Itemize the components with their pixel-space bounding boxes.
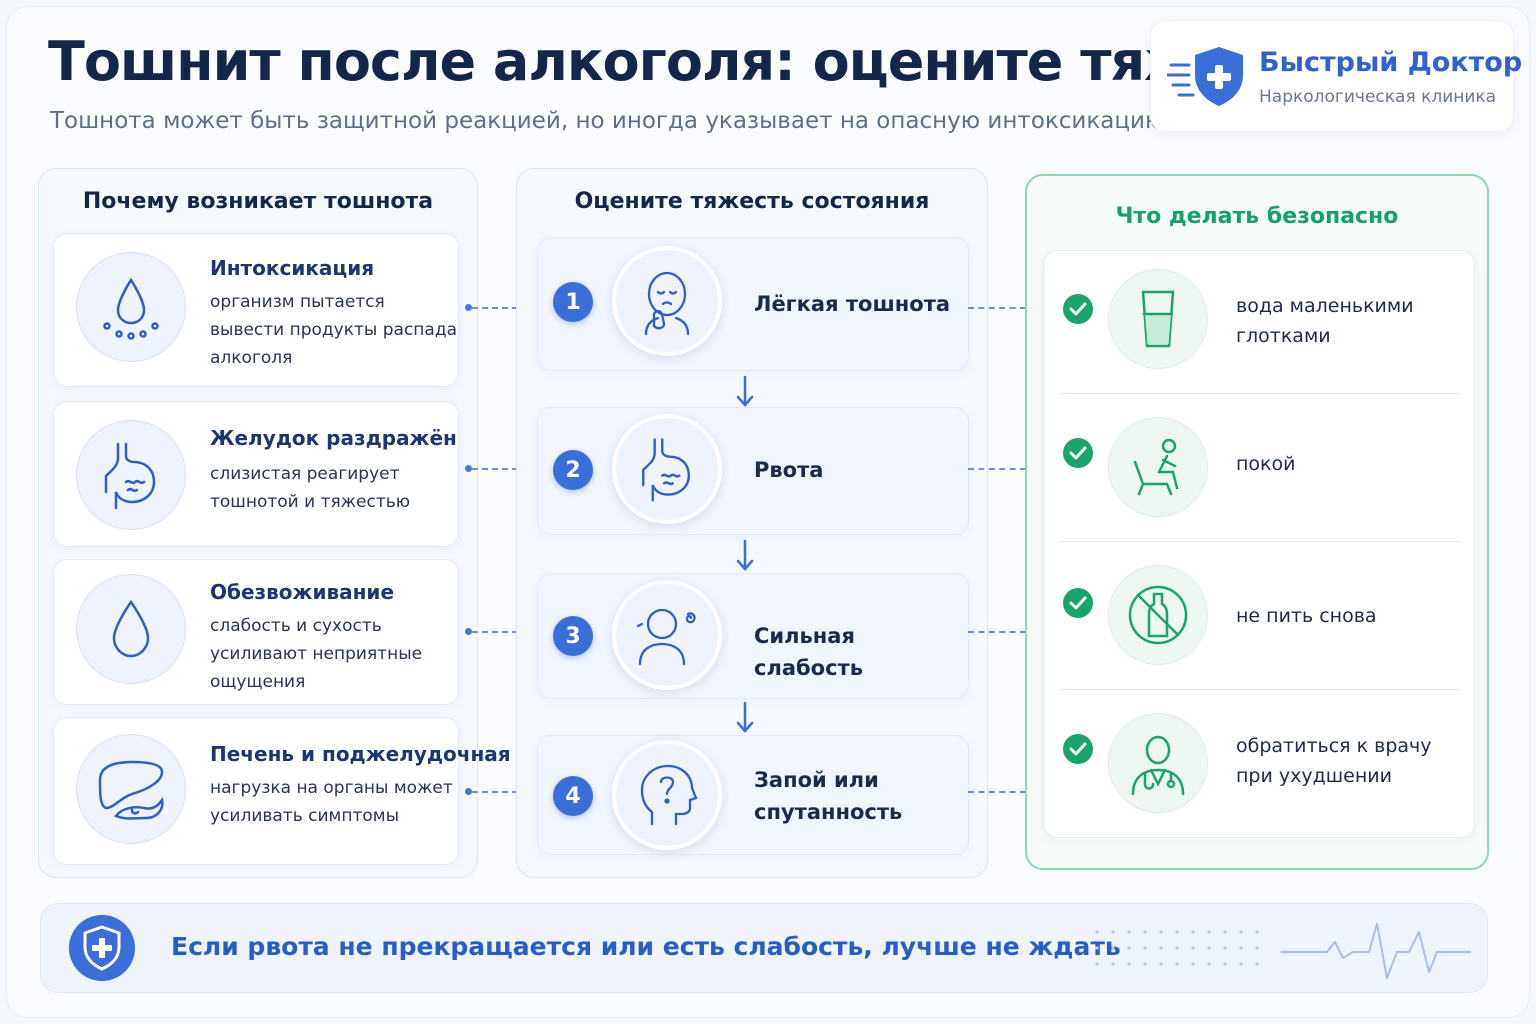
confused-head-icon — [640, 764, 698, 826]
cause-card-liver[interactable]: Печень и поджелудочная нагрузка на орган… — [53, 717, 511, 865]
check-icon — [1063, 588, 1093, 618]
cause-desc: слизистая реагирует тошнотой и тяжестью — [210, 464, 411, 512]
check-icon — [1063, 438, 1093, 468]
brand-tagline: Наркологическая клиника — [1259, 87, 1497, 107]
severity-step-4[interactable]: 4 Запой или спутанность — [537, 735, 969, 855]
liver-icon — [98, 760, 164, 820]
cause-card-dehydration[interactable]: Обезвоживание слабость и сухость усилива… — [53, 559, 459, 705]
cause-icon-circle — [76, 734, 186, 844]
connector-line — [968, 791, 1026, 793]
severity-step-2[interactable]: 2 Рвота — [537, 407, 969, 535]
cause-name: Интоксикация — [210, 256, 375, 280]
action-text: покой — [1236, 453, 1296, 475]
action-icon-circle — [1108, 565, 1208, 665]
no-alcohol-icon — [1128, 585, 1188, 645]
connector-line — [472, 791, 538, 793]
arrow-down-icon — [736, 701, 754, 733]
check-icon — [1063, 294, 1093, 324]
doctor-icon — [1131, 735, 1185, 796]
step-icon-circle — [612, 414, 722, 524]
brand-name: Быстрый Доктор — [1259, 47, 1523, 78]
resting-person-icon — [1133, 438, 1179, 496]
cause-icon-circle — [76, 574, 186, 684]
stomach-icon — [104, 442, 156, 510]
actions-title: Что делать безопасно — [1115, 204, 1399, 229]
divider — [1060, 689, 1460, 690]
step-icon-circle — [612, 246, 722, 356]
step-icon-circle — [612, 580, 722, 690]
cause-desc: слабость и сухость усиливают неприятные … — [210, 616, 423, 692]
actions-panel: Что делать безопасно вода маленькими гло… — [1025, 174, 1489, 870]
severity-step-1[interactable]: 1 Лёгкая тошнота — [537, 237, 969, 371]
connector-line — [472, 468, 538, 470]
heartbeat-decoration-icon — [1095, 923, 1471, 979]
cause-name: Печень и поджелудочная — [210, 742, 511, 766]
action-text: обратиться к врачу при ухудшении — [1236, 735, 1432, 787]
connector-dot — [465, 628, 472, 635]
droplet-icon — [103, 277, 159, 340]
nauseous-face-icon — [644, 271, 690, 336]
shield-cross-icon — [69, 915, 135, 981]
step-label: Сильная слабость — [754, 624, 863, 680]
step-label: Запой или спутанность — [754, 768, 903, 824]
action-text: вода маленькими глотками — [1236, 295, 1414, 347]
step-number: 1 — [553, 282, 593, 322]
connector-line — [968, 307, 1026, 309]
cause-card-stomach[interactable]: Желудок раздражён слизистая реагирует то… — [53, 401, 459, 547]
step-number: 2 — [553, 450, 593, 490]
connector-dot — [465, 788, 472, 795]
severity-panel: Оцените тяжесть состояния 1 Лёгкая тошно… — [516, 168, 988, 878]
divider — [1060, 393, 1460, 394]
connector-dot — [465, 304, 472, 311]
actions-card: вода маленькими глотками покой — [1043, 250, 1475, 838]
action-item-rest[interactable]: покой — [1060, 399, 1460, 547]
connector-dot — [465, 465, 472, 472]
causes-panel: Почему возникает тошнота Интоксикация ор… — [38, 168, 511, 878]
action-icon-circle — [1108, 269, 1208, 369]
footer-banner: Если рвота не прекращается или есть слаб… — [40, 903, 1488, 993]
connector-line — [472, 631, 538, 633]
action-item-water[interactable]: вода маленькими глотками — [1060, 251, 1460, 399]
connector-line — [968, 631, 1026, 633]
action-item-doctor[interactable]: обратиться к врачу при ухудшении — [1060, 695, 1460, 843]
page-title: Тошнит после алкоголя: оцените тяжесть — [48, 30, 1328, 93]
step-number: 4 — [553, 776, 593, 816]
water-glass-icon — [1141, 290, 1175, 348]
severity-title: Оцените тяжесть состояния — [574, 189, 930, 214]
cause-name: Обезвоживание — [210, 580, 395, 604]
water-drop-icon — [112, 599, 150, 658]
causes-title: Почему возникает тошнота — [82, 189, 434, 214]
step-label: Лёгкая тошнота — [754, 292, 951, 316]
step-icon-circle — [612, 740, 722, 850]
footer-warning-text: Если рвота не прекращается или есть слаб… — [171, 932, 1121, 961]
page-subtitle: Тошнота может быть защитной реакцией, но… — [50, 108, 1165, 134]
action-item-no-alcohol[interactable]: не пить снова — [1060, 547, 1460, 695]
severity-step-3[interactable]: 3 Сильная слабость — [537, 573, 969, 699]
cause-icon-circle — [76, 252, 186, 362]
dizzy-person-icon — [636, 608, 696, 666]
shield-cross-icon — [1167, 47, 1243, 106]
step-number: 3 — [553, 616, 593, 656]
divider — [1060, 541, 1460, 542]
action-icon-circle — [1108, 713, 1208, 813]
step-label: Рвота — [754, 458, 824, 482]
cause-desc: организм пытается вывести продукты распа… — [210, 292, 457, 368]
cause-card-intoxication[interactable]: Интоксикация организм пытается вывести п… — [53, 233, 459, 387]
arrow-down-icon — [736, 375, 754, 407]
cause-icon-circle — [76, 420, 186, 530]
connector-line — [472, 307, 538, 309]
action-text: не пить снова — [1236, 605, 1377, 627]
stomach-icon — [642, 438, 691, 502]
cause-name: Желудок раздражён — [210, 426, 457, 450]
connector-line — [968, 468, 1026, 470]
action-icon-circle — [1108, 417, 1208, 517]
arrow-down-icon — [736, 539, 754, 571]
cause-desc: нагрузка на органы может усиливать симпт… — [210, 778, 453, 826]
check-icon — [1063, 734, 1093, 764]
brand-card[interactable]: Быстрый Доктор Наркологическая клиника — [1150, 20, 1522, 132]
